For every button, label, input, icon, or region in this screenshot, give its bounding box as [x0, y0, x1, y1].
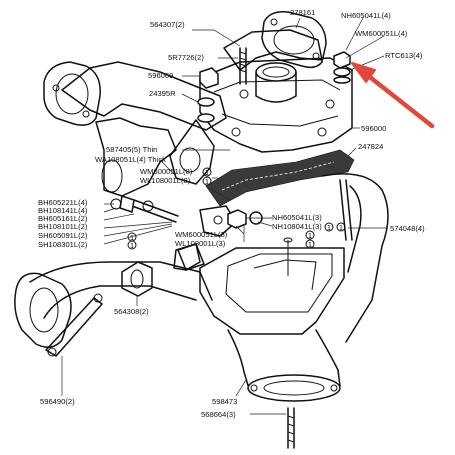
- label-SH108301L: SH108301L(2): [38, 240, 88, 249]
- label-BH605161L: BH605161L(2): [38, 214, 88, 223]
- label-278161: 278161: [290, 8, 315, 17]
- note-marker-1: 1: [205, 177, 209, 186]
- label-WM600051L-8: WM600051L(8): [140, 167, 193, 176]
- note-marker-1: 1: [339, 223, 343, 232]
- upper-manifold-left-arm: [43, 61, 227, 131]
- label-WM600051L-3: WM600051L(3): [175, 230, 228, 239]
- label-NH605041L-3: NH605041L(3): [272, 213, 322, 222]
- label-BH108101L: BH108101L(2): [38, 222, 88, 231]
- note-marker-1: 1: [308, 231, 312, 240]
- spacer-564308: [121, 261, 153, 297]
- clamp-596490: [45, 293, 103, 357]
- label-247824: 247824: [358, 142, 383, 151]
- label-564307: 564307(2): [150, 20, 185, 29]
- manifold-centre-body: [169, 57, 353, 185]
- label-24395R: 24395R: [149, 89, 176, 98]
- pointer-arrow: [351, 62, 435, 129]
- label-587405: 587405(5) Thin: [106, 145, 157, 154]
- leader-lines: [61, 15, 388, 415]
- label-WL108001L-3: WL108001L(3): [175, 239, 226, 248]
- label-BH108141L: BH108141L(4): [38, 206, 88, 215]
- label-598473: 598473: [212, 397, 237, 406]
- note-marker-1: 1: [130, 241, 134, 250]
- note-marker-1: 1: [205, 168, 209, 177]
- part-labels: 564307(2) 278161 NH605041L(4) WM600051L(…: [38, 8, 425, 419]
- label-596490: 596490(2): [40, 397, 75, 406]
- label-SH605091L: SH605091L(2): [38, 231, 88, 240]
- label-BH605221L: BH605221L(4): [38, 198, 88, 207]
- note-marker-1: 1: [327, 223, 331, 232]
- circled-note-markers: 1 1 1 1 1 1 1 1: [127, 167, 346, 250]
- label-RTC613: RTC613(4): [385, 51, 423, 60]
- label-WM600051L-4: WM600051L(4): [355, 29, 408, 38]
- gasket-247824: [205, 149, 355, 207]
- label-WL108001L-8: WL108001L(8): [140, 176, 191, 185]
- label-WA108051L: WA108051L(4) Thick: [95, 155, 166, 164]
- note-marker-1: 1: [130, 233, 134, 242]
- label-NH605041L-4: NH605041L(4): [341, 11, 391, 20]
- label-5R7726: 5R7726(2): [168, 53, 204, 62]
- manifold-drawing: [14, 10, 389, 449]
- note-marker-1: 1: [308, 240, 312, 249]
- label-596069: 596069: [148, 71, 173, 80]
- label-NH108041L-3: NH108041L(3): [272, 222, 322, 231]
- label-568664: 568664(3): [201, 410, 236, 419]
- label-564308: 564308(2): [114, 307, 149, 316]
- label-574048: 574048(4): [390, 224, 425, 233]
- label-596000: 596000: [361, 124, 386, 133]
- upper-manifold-lower-outlet: [95, 117, 177, 197]
